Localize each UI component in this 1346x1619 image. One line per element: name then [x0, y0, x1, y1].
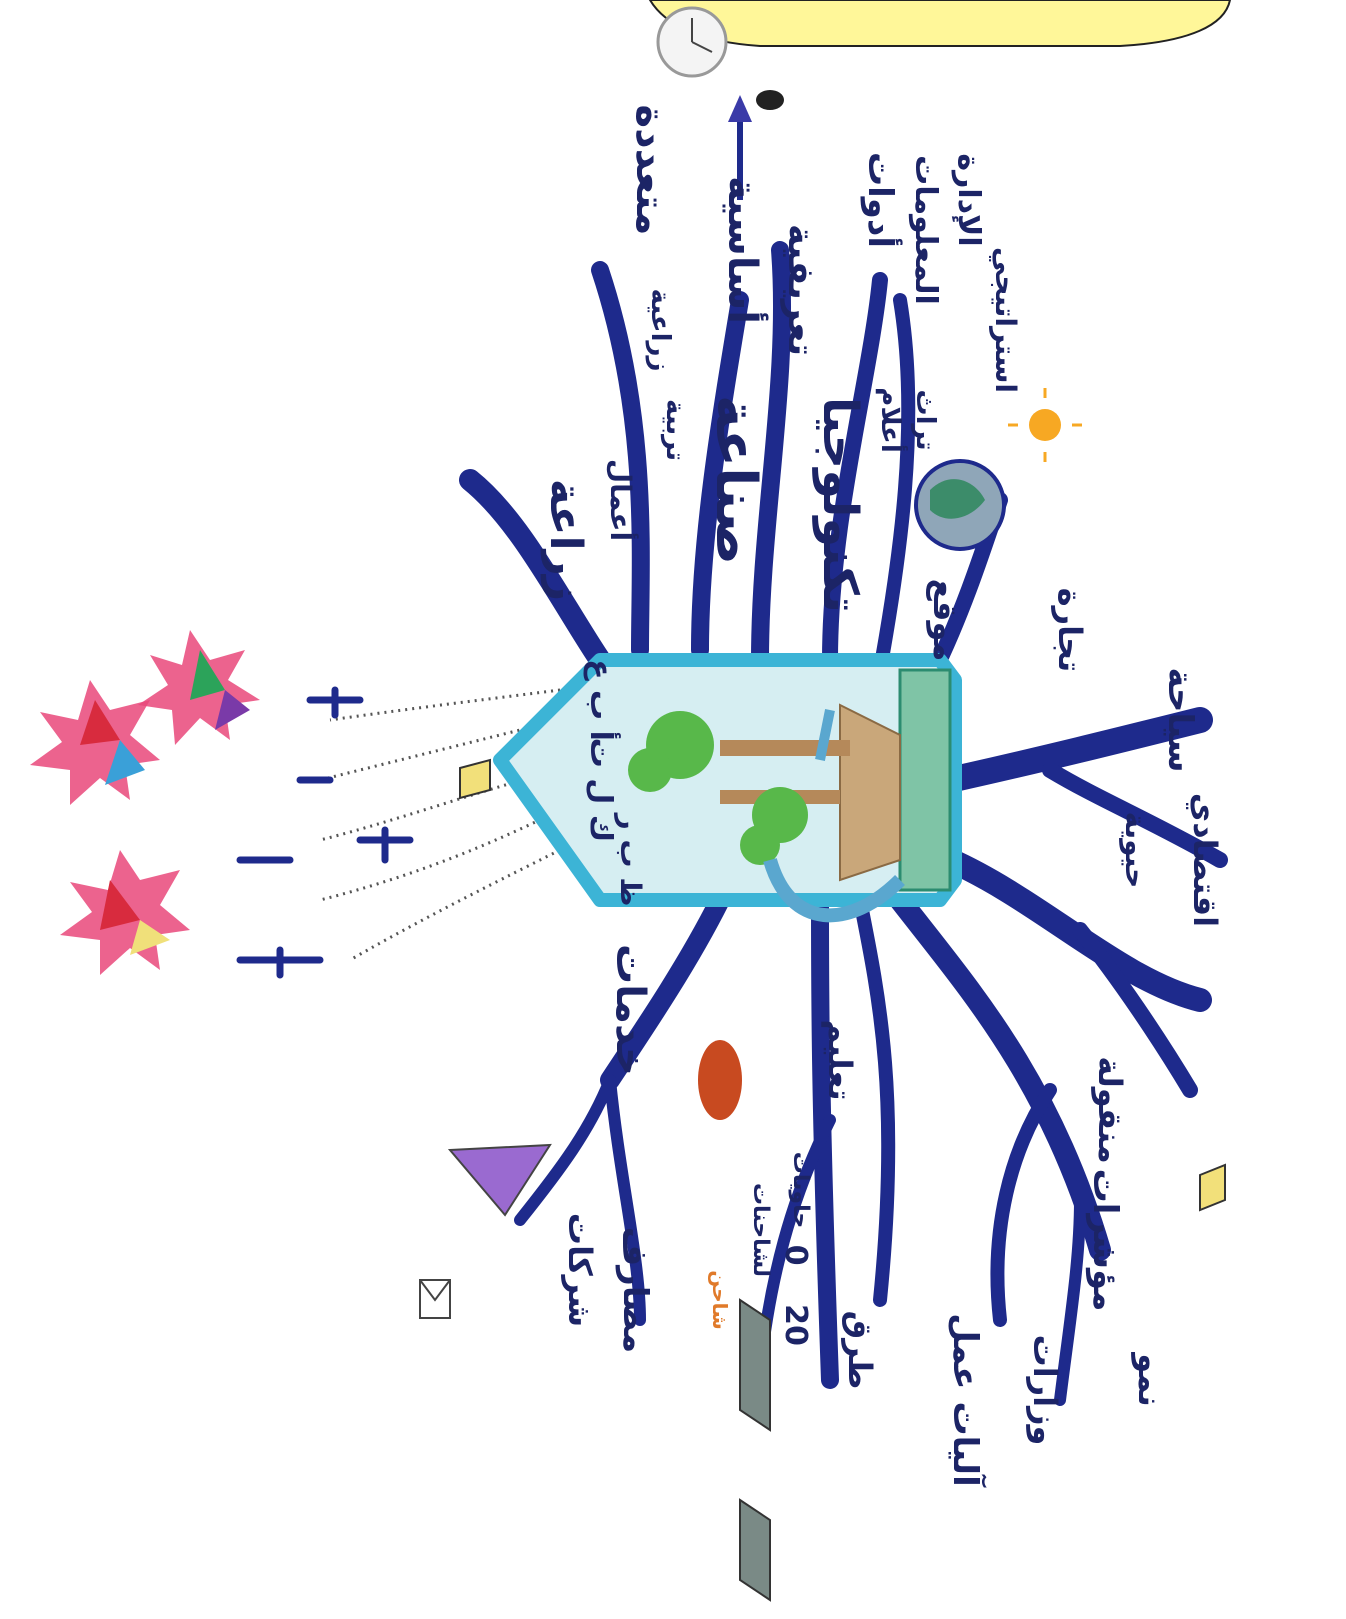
branch-label: خدمات: [610, 944, 650, 1076]
branch-label: طرق: [844, 1311, 876, 1390]
branch-label: حيوية: [1121, 812, 1149, 889]
branch-label: أدوات: [863, 152, 897, 248]
center-label: ظ ب ر: [616, 814, 644, 907]
computer-icon: [740, 1300, 770, 1600]
star-icon: [60, 850, 190, 975]
left-scribbles: [240, 690, 410, 975]
branch-label: تربية: [662, 399, 688, 461]
branch-label: أعلام: [877, 387, 903, 452]
branch-label: وزارات: [1029, 1335, 1061, 1446]
sun-icon: [1008, 388, 1082, 462]
camel-icon: [698, 1040, 742, 1120]
branch-label: آليات عمل: [948, 1313, 982, 1486]
branch-label: زراعة: [543, 479, 587, 601]
branch-label: متعددة: [630, 105, 670, 236]
center-label: أ ب ع: [585, 659, 615, 741]
envelope-icon: [420, 1280, 450, 1318]
branch-label: الإدارة: [953, 153, 983, 246]
branch-label: تعليم: [824, 1019, 856, 1100]
center-label: ك ل ت: [585, 738, 615, 843]
branch-label: مصارف: [618, 1227, 652, 1353]
star-icon: [138, 630, 260, 745]
branch-label: موقع: [929, 579, 961, 662]
star-icon: [30, 680, 160, 805]
branch-label: حاويات: [789, 1152, 811, 1228]
branch-label: أعمال: [606, 459, 634, 541]
branch-label: تراث: [912, 390, 938, 451]
branch-label: شاحن: [710, 1270, 730, 1330]
branch-label: تعريفية: [782, 224, 818, 356]
branch-label: مؤشرات: [1088, 1169, 1122, 1312]
branch-label: نمو: [1134, 1353, 1166, 1407]
branch-label: 0: [780, 1245, 810, 1266]
branch-label: لشاحنات: [749, 1183, 771, 1277]
branch-label: منقولة: [1094, 1056, 1126, 1163]
branch-label: سياحة: [1163, 667, 1197, 772]
speech-bubble: [650, 0, 1230, 46]
branch-label: شركات: [564, 1213, 596, 1327]
branch-label: تجارة: [1054, 588, 1086, 672]
earth-globe-icon: [916, 461, 1004, 549]
branch-label: أساسية: [722, 176, 762, 324]
book-icon: [1200, 1165, 1225, 1210]
clock-icon: [658, 8, 726, 76]
branch-label: اقتصادي: [1189, 793, 1221, 927]
branch-label: استراتيجي: [991, 247, 1019, 393]
branch-label: تكنولوجيا: [816, 397, 864, 613]
branch-label: المعلومات: [910, 155, 940, 305]
branch-label: صناعة: [707, 395, 763, 565]
central-emblem: [500, 660, 955, 915]
branch-label: زراعية: [647, 289, 673, 372]
branch-label: 20: [780, 1304, 810, 1346]
